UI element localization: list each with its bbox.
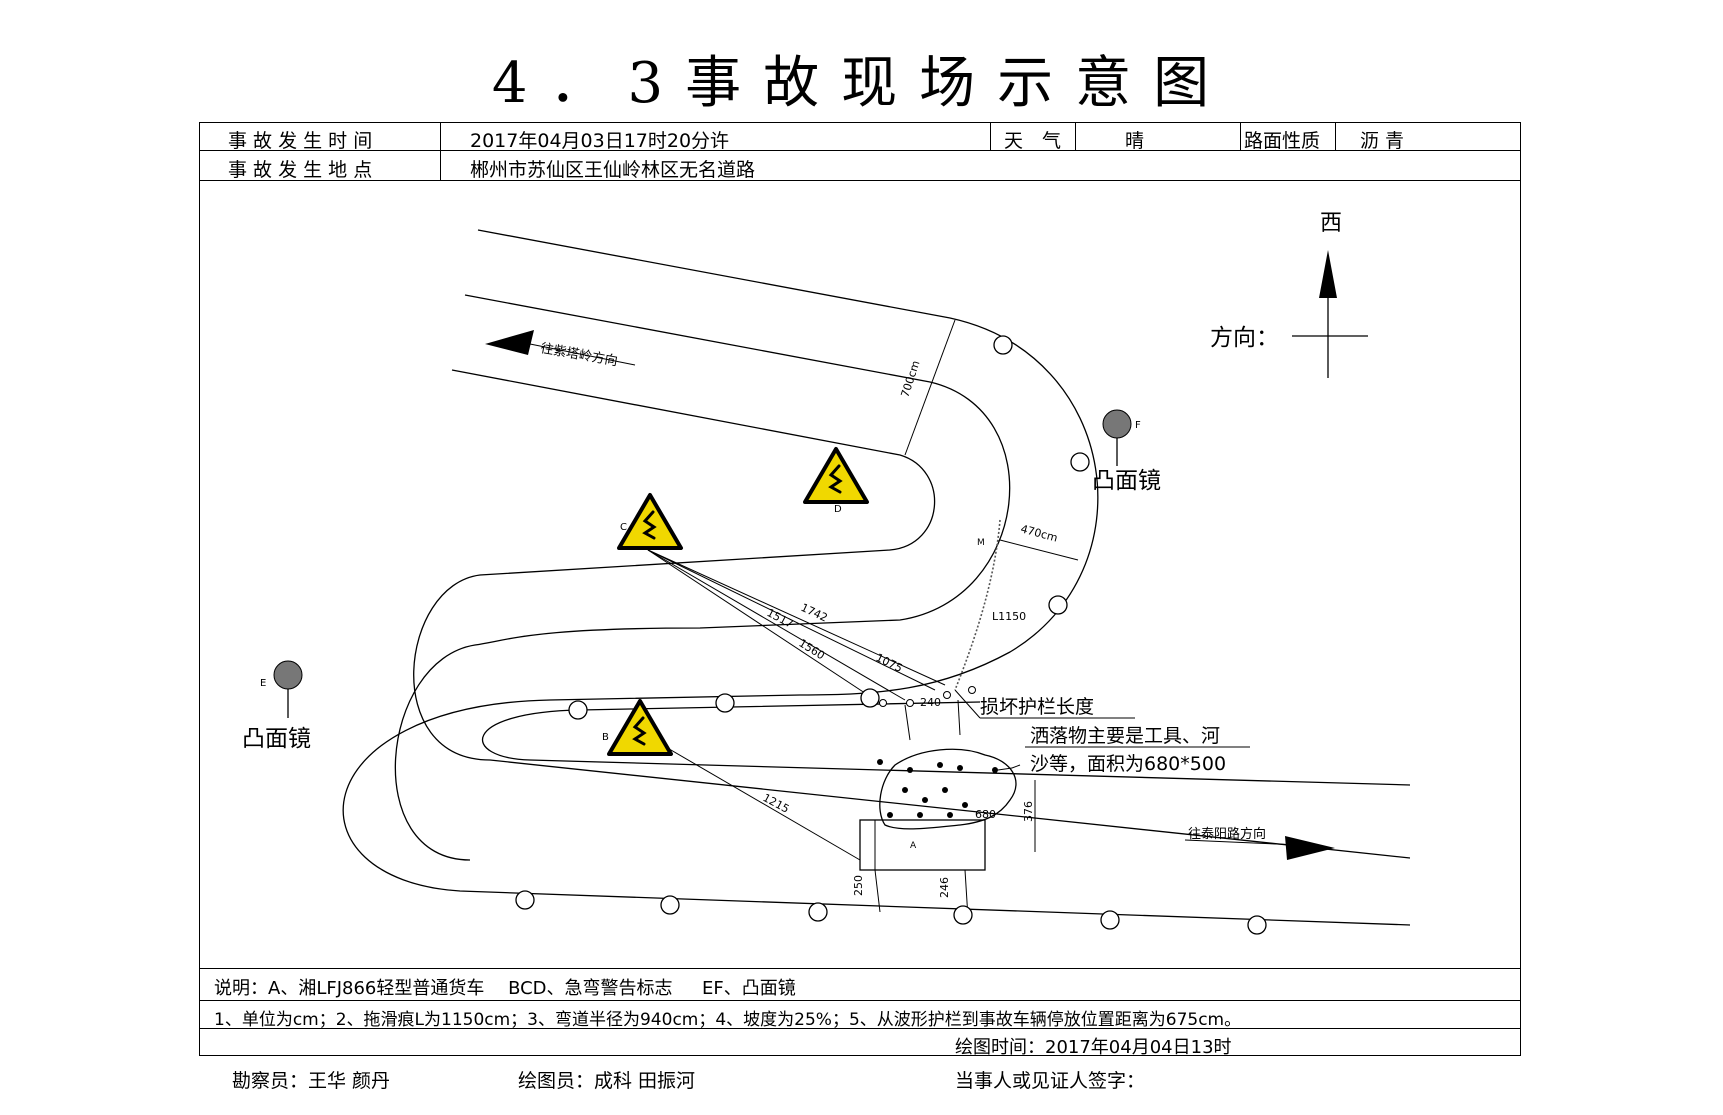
measure-l1150: L1150 xyxy=(992,610,1026,623)
time-label: 事 故 发 生 时 间 xyxy=(228,130,373,152)
signature-field: 当事人或见证人签字： xyxy=(955,1070,1146,1092)
weather-value: 晴 xyxy=(1125,130,1145,152)
header-col-line xyxy=(990,122,991,150)
debris-area xyxy=(879,748,1017,830)
measure-m: M xyxy=(977,538,985,548)
road-outer-edge xyxy=(342,229,1411,926)
measure-line-1075 xyxy=(647,549,936,691)
arrow-to-right-icon xyxy=(1184,836,1335,860)
header-divider xyxy=(199,150,1521,151)
measure-line-1560 xyxy=(647,549,881,704)
header-col-line xyxy=(440,122,441,180)
place-label: 事 故 发 生 地 点 xyxy=(228,159,373,181)
vehicle-letter-a: A xyxy=(910,841,917,851)
notes-divider xyxy=(199,1000,1521,1001)
measure-line-1517 xyxy=(647,549,906,701)
surface-label: 路面性质 xyxy=(1244,130,1321,152)
direction-label: 方向： xyxy=(1210,325,1279,351)
measure-376: 376 xyxy=(1022,801,1035,822)
drafter-field: 绘图员：成科 田振河 xyxy=(518,1070,696,1092)
mirror-label-left: 凸面镜 xyxy=(242,726,311,752)
measure-line-470 xyxy=(999,539,1079,561)
compass-icon xyxy=(1292,250,1368,378)
convex-mirror-f-icon xyxy=(1102,409,1132,466)
header-col-line xyxy=(1240,122,1241,150)
compass-label: 西 xyxy=(1320,211,1342,236)
measure-1075: 1075 xyxy=(874,651,905,675)
guardrail-label: 损坏护栏长度 xyxy=(980,696,1094,718)
measure-line-700 xyxy=(904,319,956,456)
page-title: 4．3事故现场示意图 xyxy=(491,51,1232,116)
measure-line-1215 xyxy=(639,731,861,861)
vehicle-a xyxy=(859,819,986,871)
place-value: 郴州市苏仙区王仙岭林区无名道路 xyxy=(470,159,756,181)
measure-700: 700cm xyxy=(898,359,922,399)
skid-mark xyxy=(954,519,1001,691)
surveyor-field: 勘察员：王华 颜丹 xyxy=(232,1070,391,1092)
mirror-letter-f: F xyxy=(1135,420,1141,431)
curve-warning-sign-c xyxy=(617,493,683,550)
surface-value: 沥 青 xyxy=(1360,130,1405,152)
header-col-line xyxy=(1335,122,1336,150)
direction-to-top: 往紫塔岭方向 xyxy=(539,340,619,369)
header-col-line xyxy=(1075,122,1076,150)
measure-250: 250 xyxy=(852,875,865,896)
road-inner-edge xyxy=(413,369,1411,859)
road-center-line xyxy=(394,294,1011,861)
measure-line-1742 xyxy=(647,549,946,686)
header-bottom-line xyxy=(199,180,1521,181)
measure-1215: 1215 xyxy=(761,791,792,816)
draw-time: 绘图时间：2017年04月04日13时 xyxy=(955,1037,1232,1058)
road-hairpin-inner xyxy=(481,701,1411,786)
notes-top-line xyxy=(199,968,1521,969)
measure-470: 470cm xyxy=(1019,522,1059,544)
debris-label-2: 沙等，面积为680*500 xyxy=(1030,753,1226,775)
sign-letter-d: D xyxy=(834,504,842,515)
measure-246: 246 xyxy=(938,877,951,898)
curve-warning-sign-d xyxy=(803,447,869,504)
guardrail-posts xyxy=(515,335,1267,935)
time-value: 2017年04月03日17时20分许 xyxy=(470,130,730,152)
sign-letter-b: B xyxy=(602,732,609,743)
debris-dots xyxy=(877,759,998,818)
measure-240: 240 xyxy=(920,696,941,709)
arrow-to-top-icon xyxy=(485,330,636,366)
measure-680: 680 xyxy=(975,808,996,821)
diagram-frame xyxy=(199,122,1521,1056)
details-note: 1、单位为cm；2、拖滑痕L为1150cm；3、弯道半径为940cm；4、坡度为… xyxy=(214,1010,1242,1030)
notes-divider xyxy=(199,1028,1521,1029)
debris-label-1: 洒落物主要是工具、河 xyxy=(1030,725,1220,747)
sign-letter-c: C xyxy=(620,522,627,533)
legend-note: 说明：A、湘LFJ866轻型普通货车 BCD、急弯警告标志 EF、凸面镜 xyxy=(214,978,796,999)
direction-to-right: 往泰阳路方向 xyxy=(1188,826,1266,842)
weather-label: 天 气 xyxy=(1004,130,1062,152)
mirror-letter-e: E xyxy=(260,678,266,689)
convex-mirror-e-icon xyxy=(273,660,303,718)
mirror-label-right: 凸面镜 xyxy=(1092,468,1161,494)
